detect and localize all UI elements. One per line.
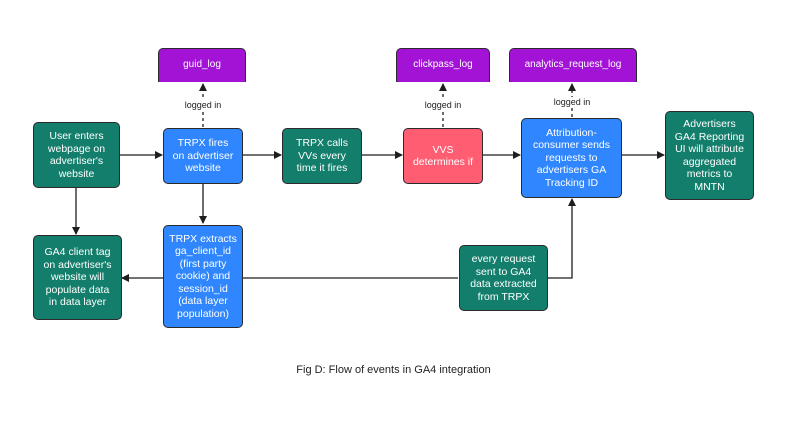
- trpx-fires-node: TRPX fires on advertiser website: [163, 128, 243, 184]
- user-enters-node: User enters webpage on advertiser's webs…: [33, 122, 120, 188]
- trpx-calls-node: TRPX calls VVs every time it fires: [282, 128, 362, 184]
- logged-in-label-clickpass: logged in: [408, 100, 478, 111]
- vvs-determines-node: VVS determines if: [403, 128, 483, 184]
- figure-caption: Fig D: Flow of events in GA4 integration: [296, 364, 491, 376]
- advertisers-ga4-node: Advertisers GA4 Reporting UI will attrib…: [665, 111, 754, 200]
- logged-in-label-analytics: logged in: [537, 97, 607, 108]
- trpx-extracts-node: TRPX extracts ga_client_id (first party …: [163, 225, 243, 328]
- ga4-client-tag-node: GA4 client tag on advertiser's website w…: [33, 235, 122, 320]
- guid-log-label: guid_log: [183, 59, 221, 71]
- guid-log-node: guid_log: [158, 48, 246, 82]
- clickpass-log-label: clickpass_log: [413, 59, 473, 71]
- attribution-consumer-node: Attribution- consumer sends requests to …: [521, 118, 622, 198]
- logged-in-label-guid: logged in: [168, 100, 238, 111]
- every-request-node: every request sent to GA4 data extracted…: [459, 245, 548, 311]
- analytics-request-log-label: analytics_request_log: [524, 59, 622, 71]
- analytics-request-log-node: analytics_request_log: [509, 48, 637, 82]
- clickpass-log-node: clickpass_log: [396, 48, 490, 82]
- arrow-request-to-attribution: [548, 198, 576, 279]
